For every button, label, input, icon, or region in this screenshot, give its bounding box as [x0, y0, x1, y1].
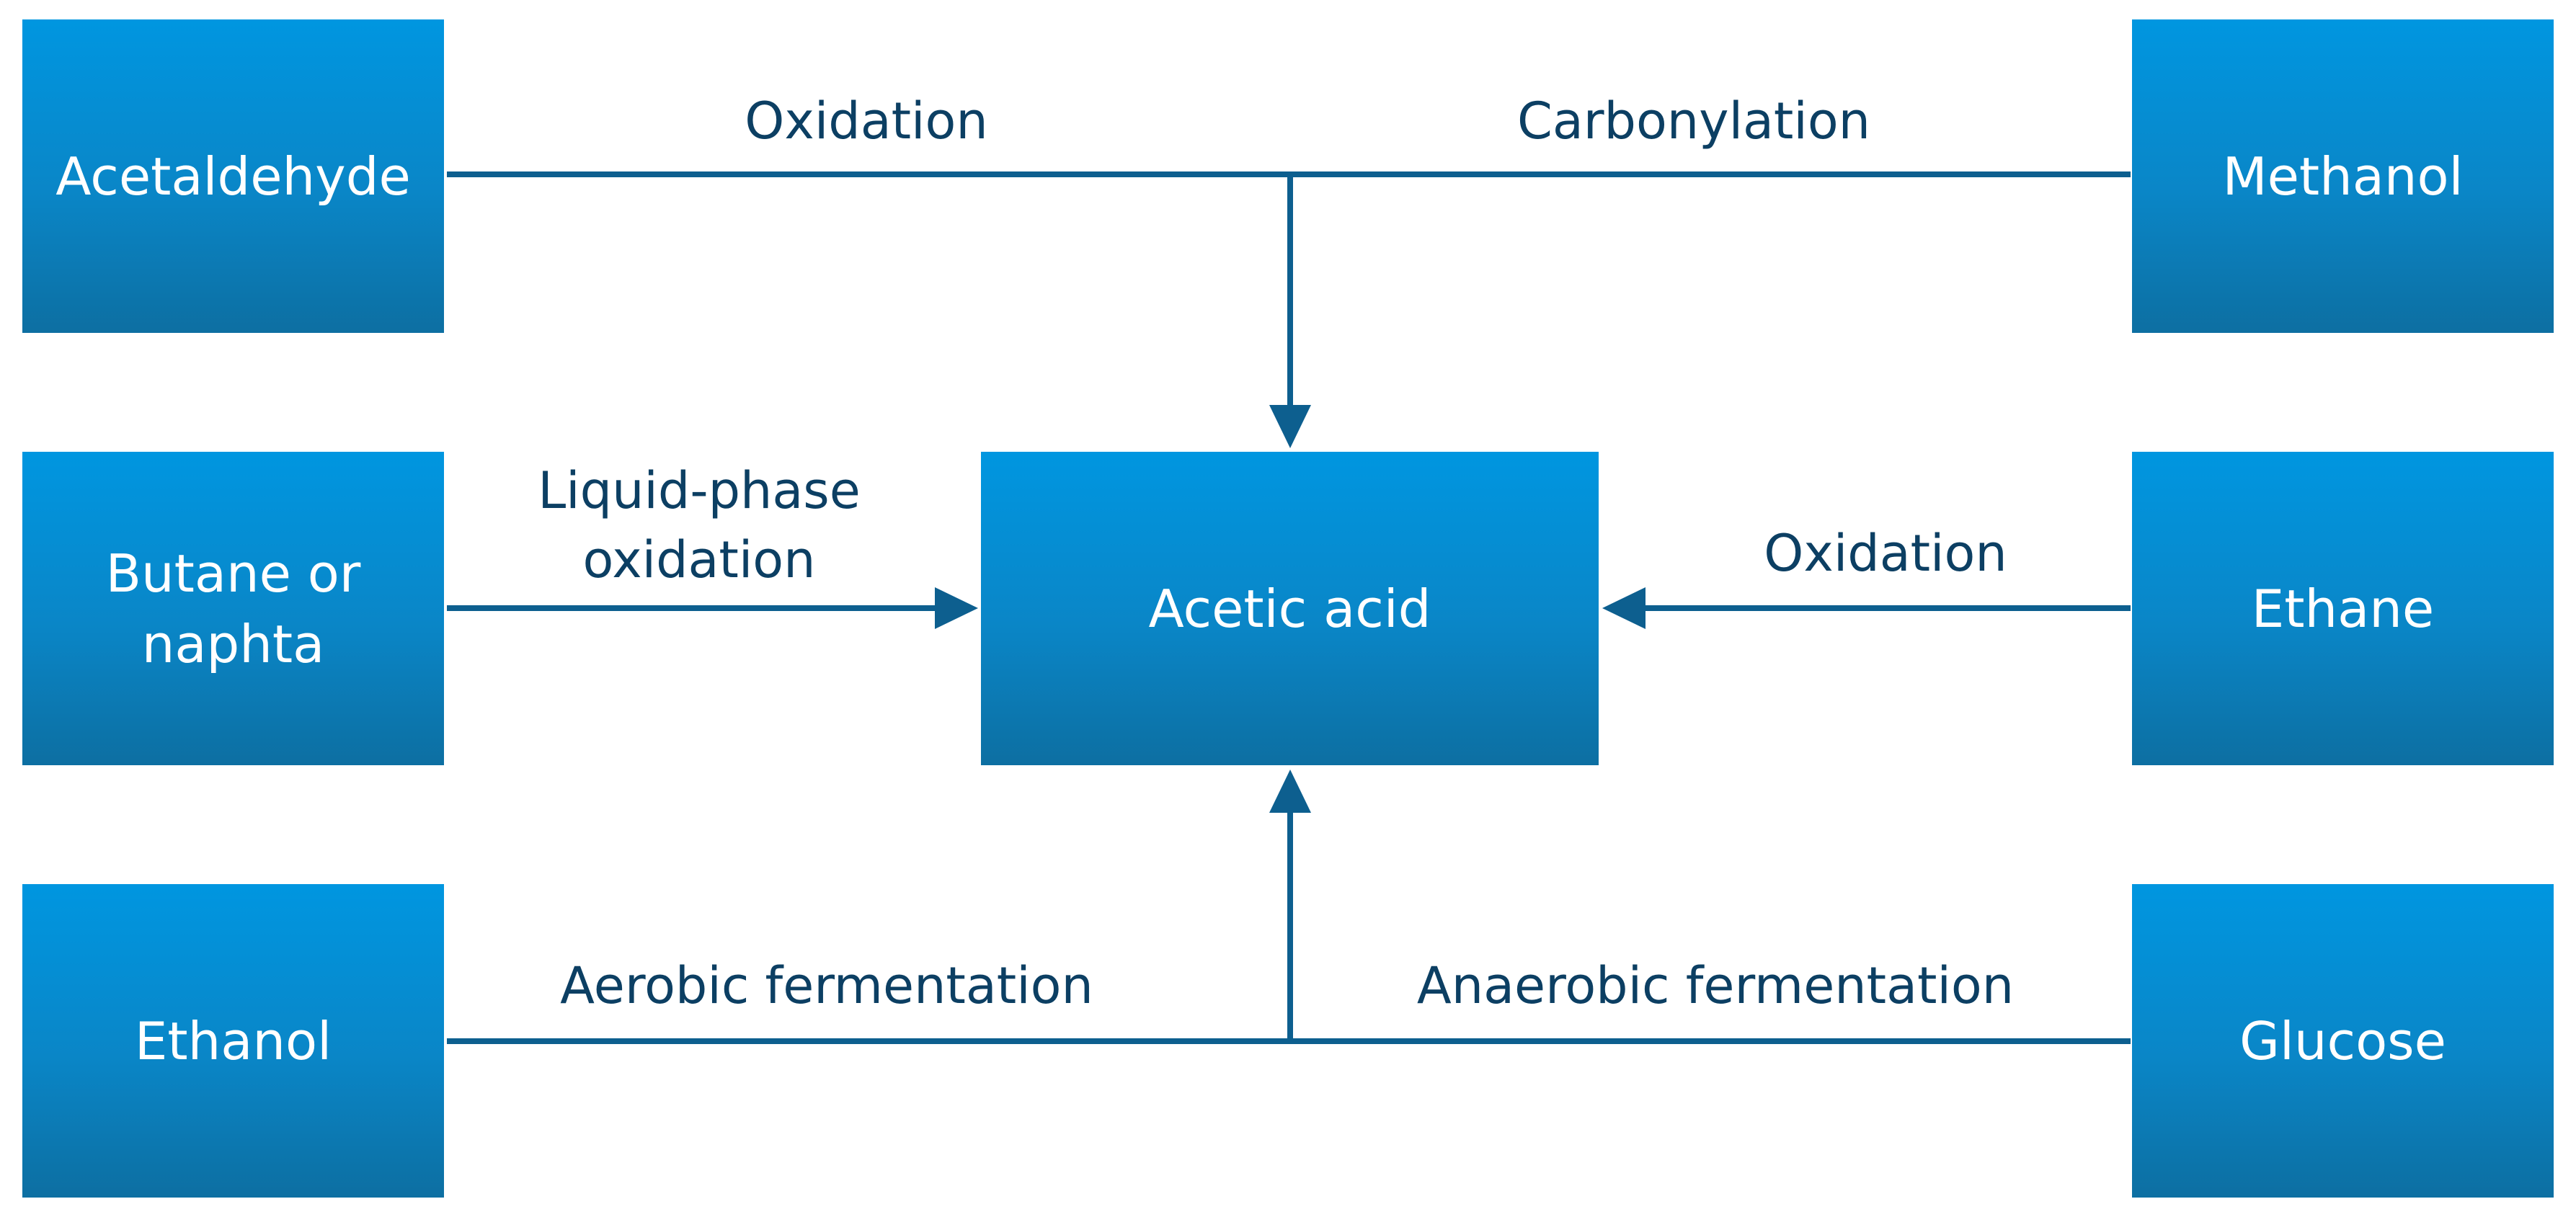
- edge-label-methanol-carbonylation: Carbonylation: [1516, 92, 1871, 151]
- edge-label-aerobic-fermentation: Aerobic fermentation: [560, 956, 1093, 1015]
- top-arrow-head: [1269, 405, 1311, 448]
- right-arrow-head: [1602, 587, 1645, 629]
- node-butane-or-naphta: Butane or naphta: [22, 452, 444, 765]
- node-glucose: Glucose: [2132, 884, 2554, 1198]
- node-methanol: Methanol: [2132, 19, 2554, 333]
- edge-label-liquid-phase-oxidation: Liquid-phase oxidation: [538, 461, 861, 589]
- node-acetic-acid: Acetic acid: [981, 452, 1599, 765]
- edge-label-acetaldehyde-oxidation: Oxidation: [745, 92, 988, 151]
- node-ethane: Ethane: [2132, 452, 2554, 765]
- edge-label-anaerobic-fermentation: Anaerobic fermentation: [1416, 956, 2015, 1015]
- left-arrow-head: [935, 587, 978, 629]
- bottom-arrow-head: [1269, 770, 1311, 813]
- node-ethanol: Ethanol: [22, 884, 444, 1198]
- node-acetaldehyde: Acetaldehyde: [22, 19, 444, 333]
- edge-label-ethane-oxidation: Oxidation: [1764, 524, 2007, 583]
